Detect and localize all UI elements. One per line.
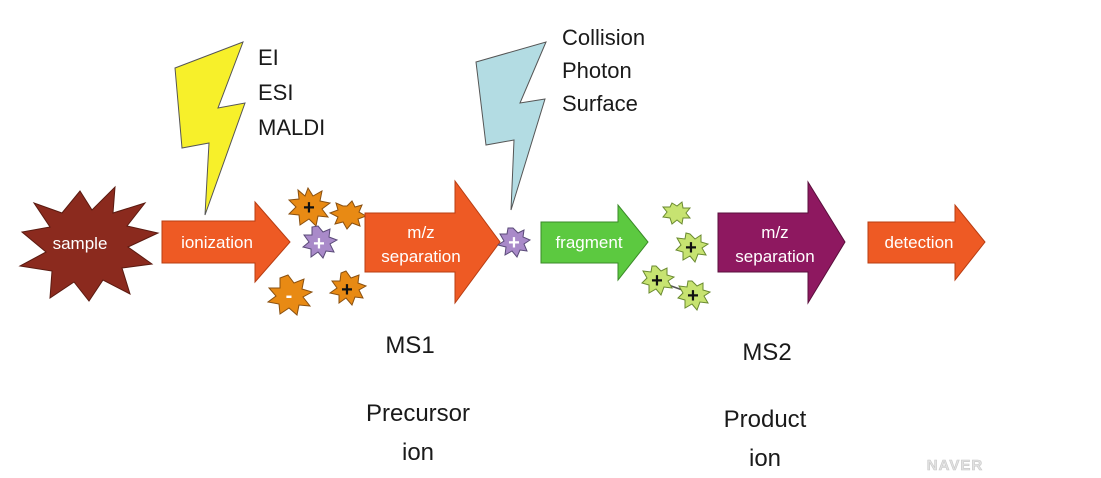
ionization-methods-list: EI ESI MALDI [258, 45, 325, 140]
sample-label: sample [53, 234, 108, 253]
svg-text:+: + [685, 237, 697, 259]
ion-green-small [661, 201, 692, 225]
ion-green-plus-1 [675, 232, 710, 263]
naver-watermark: NAVER [927, 457, 983, 474]
method-maldi: MALDI [258, 115, 325, 140]
fragment-label: fragment [555, 233, 622, 252]
detection-arrow [867, 203, 986, 282]
fragmentation-methods-list: Collision Photon Surface [562, 25, 645, 116]
fragment-arrow [540, 203, 649, 282]
ion-orange-plus-2 [328, 270, 368, 306]
method-collision: Collision [562, 25, 645, 50]
svg-text:-: - [286, 285, 293, 307]
separation-arrow-ms2 [717, 180, 846, 305]
ms2-label: MS2 [742, 339, 791, 366]
ion-orange-minus [266, 274, 314, 316]
product-ions: + + + [641, 201, 712, 311]
fragmentation-lightning-icon [475, 41, 547, 211]
selected-precursor-ion [496, 227, 532, 258]
method-surface: Surface [562, 91, 638, 116]
ionization-arrow [161, 200, 291, 284]
ion-green-plus-2 [641, 265, 676, 296]
precursor-ion-label-line2: ion [402, 439, 434, 466]
product-ion-label-line2: ion [749, 445, 781, 472]
svg-text:+: + [341, 279, 353, 301]
ion-orange-plus [287, 186, 332, 228]
separation2-label-line1: m/z [761, 223, 788, 242]
precursor-ion-label-line1: Precursor [366, 400, 470, 427]
method-esi: ESI [258, 80, 293, 105]
separation2-label-line2: separation [735, 247, 814, 266]
svg-text:+: + [508, 232, 520, 254]
ionization-label: ionization [181, 233, 253, 252]
ion-orange-small [328, 200, 368, 230]
separation1-label-line2: separation [381, 247, 460, 266]
detection-label: detection [885, 233, 954, 252]
svg-text:+: + [651, 270, 663, 292]
sample-burst [18, 185, 160, 302]
svg-text:+: + [313, 233, 325, 255]
separation-arrow-ms1 [364, 179, 501, 305]
precursor-ions: + + - + [266, 186, 368, 316]
ms1-label: MS1 [385, 332, 434, 359]
method-ei: EI [258, 45, 279, 70]
ionization-lightning-icon [174, 41, 246, 216]
svg-text:+: + [687, 285, 699, 307]
ion-green-plus-3 [677, 280, 712, 311]
separation1-label-line1: m/z [407, 223, 434, 242]
svg-text:+: + [303, 197, 315, 219]
method-photon: Photon [562, 58, 632, 83]
product-ion-label-line1: Product [724, 406, 807, 433]
ion-purple-plus [301, 225, 339, 259]
